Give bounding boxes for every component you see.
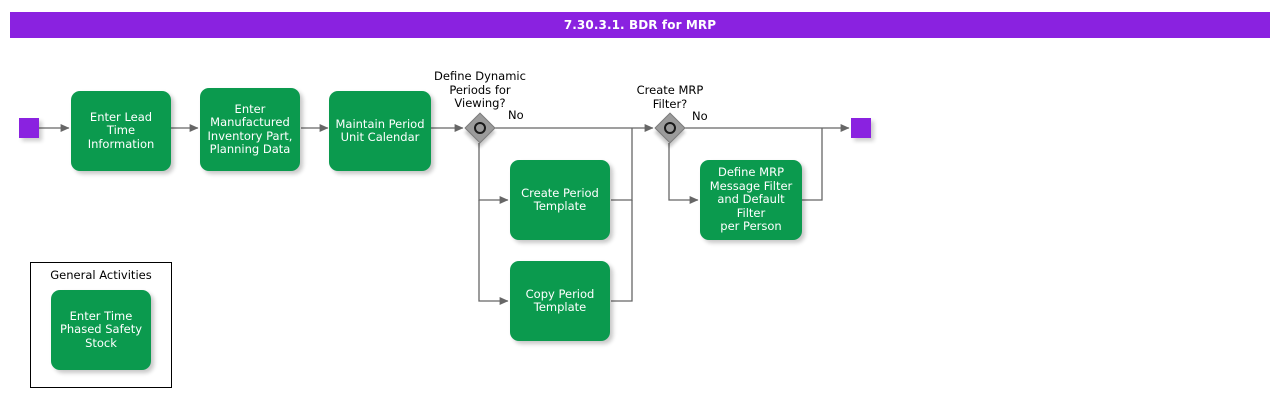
task-enter-time-phased-safety-stock[interactable]: Enter Time Phased Safety Stock <box>51 290 151 370</box>
group-general-activities: General Activities Enter Time Phased Saf… <box>30 262 172 388</box>
task-label: Maintain Period Unit Calendar <box>335 116 425 144</box>
task-label: Enter Time Phased Safety Stock <box>59 308 143 350</box>
page-title: 7.30.3.1. BDR for MRP <box>10 12 1270 38</box>
task-enter-manufactured-inventory-part-planning-data[interactable]: Enter Manufactured Inventory Part, Plann… <box>200 88 300 171</box>
task-label: Define MRP Message Filter and Default Fi… <box>709 165 793 234</box>
gateway-define-dynamic-periods-for-viewing[interactable] <box>464 112 496 144</box>
task-create-period-template[interactable]: Create Period Template <box>510 160 610 240</box>
task-enter-lead-time-information[interactable]: Enter Lead Time Information <box>71 91 171 171</box>
task-label: Enter Lead Time Information <box>87 109 155 151</box>
flow-label-no-dynamic-periods: No <box>508 108 524 122</box>
inclusive-gateway-circle-icon <box>664 122 676 134</box>
task-copy-period-template[interactable]: Copy Period Template <box>510 261 610 341</box>
task-label: Copy Period Template <box>525 286 595 314</box>
task-maintain-period-unit-calendar[interactable]: Maintain Period Unit Calendar <box>329 91 431 171</box>
end-event[interactable] <box>851 118 871 138</box>
flow-label-no-create-mrp-filter: No <box>692 109 708 123</box>
task-label: Create Period Template <box>521 185 599 213</box>
inclusive-gateway-circle-icon <box>474 122 486 134</box>
gateway-label-create-mrp-filter: Create MRP Filter? <box>636 83 704 111</box>
start-event[interactable] <box>19 118 39 138</box>
gateway-create-mrp-filter[interactable] <box>654 112 686 144</box>
group-title-general-activities: General Activities <box>50 268 152 282</box>
task-label: Enter Manufactured Inventory Part, Plann… <box>207 101 293 156</box>
task-define-mrp-message-filter-and-default-filter-per-person[interactable]: Define MRP Message Filter and Default Fi… <box>700 160 802 240</box>
gateway-label-define-dynamic-periods-for-viewing: Define Dynamic Periods for Viewing? <box>434 69 526 110</box>
